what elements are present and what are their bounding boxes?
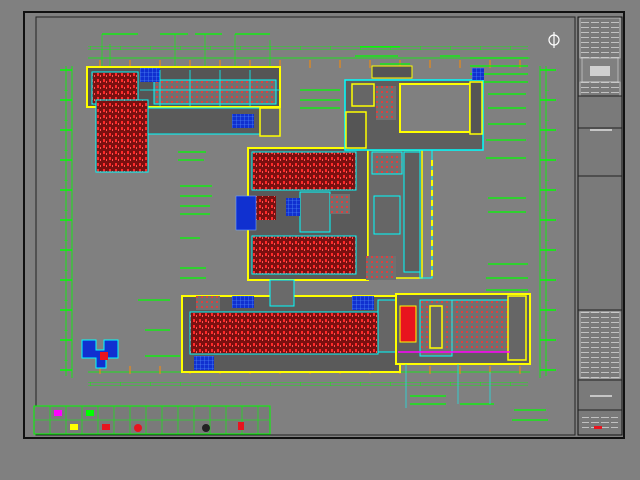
south-wing <box>181 279 401 373</box>
central-block <box>235 147 423 281</box>
bottom-annotations <box>405 364 548 421</box>
dimension-lines <box>60 46 556 386</box>
top-annotations <box>101 33 528 83</box>
right-annotations <box>300 89 528 291</box>
north-arrow-icon <box>548 32 560 48</box>
south-east-wing <box>395 293 531 365</box>
west-wing <box>86 66 281 173</box>
atrium <box>419 149 433 279</box>
north-east-wing <box>344 65 484 151</box>
title-block <box>577 16 623 436</box>
sheet-border <box>23 11 625 439</box>
legend-symbols <box>54 410 244 432</box>
left-annotations <box>138 151 212 357</box>
drawing-frame <box>35 16 576 436</box>
detail-fragment <box>81 339 119 369</box>
legend-table <box>33 405 271 435</box>
